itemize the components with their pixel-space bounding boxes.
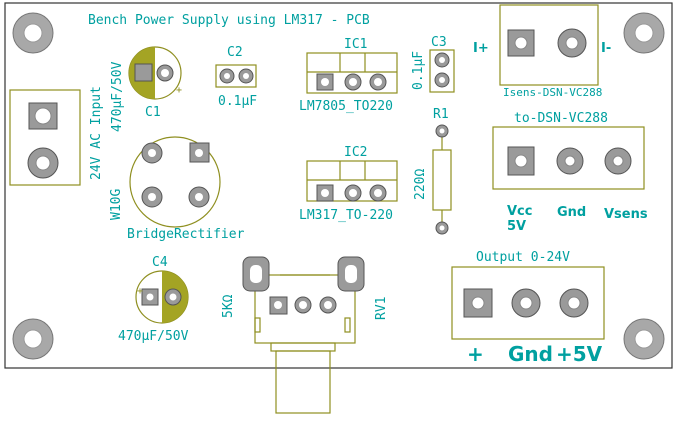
- bridge-rectifier: [129, 136, 221, 228]
- mounting-hole-top-right: [623, 12, 665, 54]
- vcc-5v-label: 5V: [507, 219, 526, 234]
- c3-ref-label: C3: [431, 35, 447, 50]
- c2-ref-label: C2: [227, 45, 243, 60]
- ac-input-terminal: [9, 89, 81, 186]
- to-dsn-label: to-DSN-VC288: [514, 111, 608, 126]
- isens-terminal: [499, 4, 599, 86]
- capacitor-c3: [429, 49, 455, 93]
- ic1-value-label: LM7805_TO220: [299, 99, 393, 114]
- isens-value-label: Isens-DSN-VC288: [503, 86, 602, 99]
- svg-text:+: +: [137, 286, 143, 297]
- vcc-label: Vcc: [507, 204, 532, 219]
- capacitor-c2: [215, 64, 257, 88]
- rv1-value-label: 5KΩ: [221, 294, 236, 318]
- ic1-regulator: [306, 52, 398, 94]
- ac-input-label: 24V AC Input: [89, 86, 104, 180]
- r1-value-label: 220Ω: [413, 169, 428, 200]
- output-plus-label: +: [467, 342, 484, 366]
- c3-value-label: 0.1µF: [411, 51, 426, 90]
- c4-ref-label: C4: [152, 255, 168, 270]
- gnd-small-label: Gnd: [557, 205, 586, 220]
- c4-value-label: 470µF/50V: [118, 329, 189, 344]
- c1-value-label: 470µF/50V: [110, 61, 125, 132]
- mounting-hole-top-left: [12, 12, 54, 54]
- board-title: Bench Power Supply using LM317 - PCB: [88, 13, 370, 28]
- ic2-value-label: LM317_TO-220: [299, 208, 393, 223]
- output-terminal: [451, 266, 605, 340]
- output-label: Output 0-24V: [476, 250, 570, 265]
- c2-value-label: 0.1µF: [218, 94, 257, 109]
- bridge-ref-label: W10G: [109, 189, 124, 220]
- ic2-ref-label: IC2: [344, 145, 367, 160]
- dsn-terminal: [492, 126, 645, 190]
- mounting-hole-bottom-right: [623, 318, 665, 360]
- ic1-ref-label: IC1: [344, 37, 367, 52]
- c1-ref-label: C1: [145, 105, 161, 120]
- capacitor-c1: +: [128, 46, 182, 100]
- mounting-hole-bottom-left: [12, 318, 54, 360]
- bridge-value-label: BridgeRectifier: [127, 227, 245, 242]
- ic2-regulator: [306, 160, 398, 202]
- resistor-r1: [432, 124, 452, 235]
- output-gnd-label: Gnd: [508, 342, 553, 366]
- potentiometer-rv1: [242, 256, 365, 414]
- isens-minus-label: I-: [601, 41, 611, 56]
- output-5v-label: +5V: [556, 342, 603, 366]
- svg-text:+: +: [176, 85, 182, 96]
- vsens-label: Vsens: [604, 207, 648, 222]
- rv1-ref-label: RV1: [374, 297, 389, 320]
- r1-ref-label: R1: [433, 107, 449, 122]
- isens-plus-label: I+: [473, 41, 489, 56]
- capacitor-c4: +: [135, 270, 189, 324]
